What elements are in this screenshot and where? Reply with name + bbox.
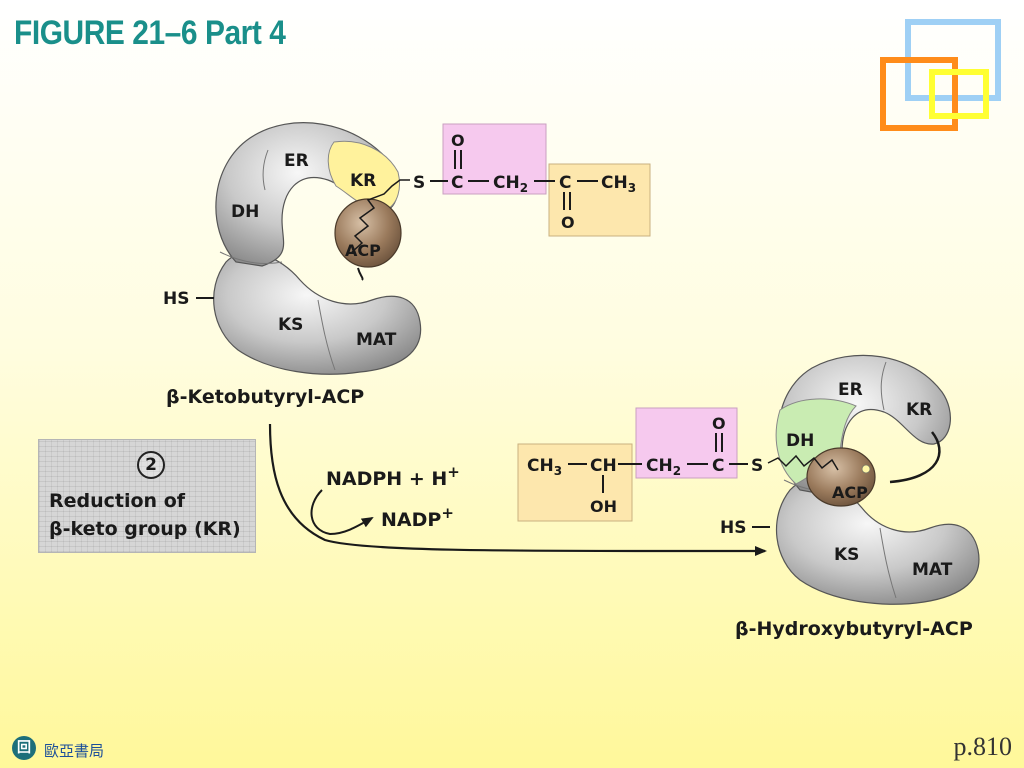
top-phosphopantetheine-arm [351, 179, 410, 253]
bottom-enzyme-complex: ER KR DH ACP HS KS MAT β-Hydroxybutyryl-… [720, 354, 980, 640]
decorative-squares [880, 19, 1001, 131]
top-dh-label: DH [231, 202, 259, 222]
bottom-mat-label: MAT [912, 560, 953, 580]
step-description-box: 2 Reduction of β-keto group (KR) [38, 439, 256, 553]
nadp-label: NADP+ [381, 504, 454, 531]
top-acp-domain [334, 198, 402, 268]
bottom-complex-name: β-Hydroxybutyryl-ACP [735, 618, 973, 640]
top-keto-highlight [548, 163, 651, 237]
bottom-acp-label: ACP [832, 483, 868, 502]
bottom-dh-label: DH [786, 431, 814, 451]
bottom-hs-label: HS [720, 518, 746, 538]
page-number: p.810 [953, 732, 1013, 761]
bottom-acyl-chain: CH3 CH OH CH2 C O S [517, 407, 763, 522]
bottom-c-atom: C [712, 456, 724, 476]
top-o1-atom: O [451, 131, 465, 150]
bottom-hydroxy-highlight [517, 443, 633, 522]
bottom-thioester-highlight [635, 407, 738, 479]
bottom-ch3-group: CH3 [527, 456, 562, 478]
reaction-arrow-group: NADPH + H+ NADP+ [268, 423, 767, 557]
top-ch3-group: CH3 [601, 173, 636, 195]
nadph-label: NADPH + H+ [326, 463, 460, 490]
top-ks-mat-domain [213, 251, 422, 375]
bottom-ks-label: KS [834, 545, 859, 565]
bottom-phosphopantetheine-arm [767, 454, 839, 471]
publisher-name: 歐亞書局 [44, 742, 105, 760]
top-acp-label: ACP [345, 241, 381, 260]
step-number-badge: 2 [137, 451, 165, 479]
step-description-line2: β-keto group (KR) [49, 518, 241, 540]
bottom-ks-mat-domain [776, 479, 980, 605]
bottom-o-atom: O [712, 414, 726, 433]
top-ch2-group: CH2 [493, 173, 528, 195]
step-description-line1: Reduction of [49, 490, 186, 512]
top-o2-atom: O [561, 213, 575, 232]
reaction-arrow [268, 423, 767, 557]
page-title: FIGURE 21–6 Part 4 [14, 14, 286, 52]
top-hs-label: HS [163, 289, 189, 309]
nadph-branch-arrow [310, 489, 374, 536]
top-ks-label: KS [278, 315, 303, 335]
top-acyl-chain: S C O CH2 C O CH3 [413, 123, 651, 237]
top-kr-label: KR [350, 171, 376, 191]
top-er-label: ER [284, 151, 309, 171]
top-s-atom: S [413, 173, 425, 193]
bottom-er-label: ER [838, 380, 863, 400]
top-c2-atom: C [559, 173, 571, 193]
top-enzyme-complex: ER KR DH ACP HS KS MAT β-Ketobutyryl-ACP [163, 122, 422, 408]
top-c1-atom: C [451, 173, 463, 193]
bottom-oh-group: OH [590, 497, 617, 516]
bottom-ch2-group: CH2 [646, 456, 681, 478]
bottom-acp-domain [806, 447, 876, 507]
bottom-s-atom: S [751, 456, 763, 476]
bottom-ch-group: CH [590, 456, 617, 476]
top-complex-name: β-Ketobutyryl-ACP [166, 386, 364, 408]
top-mat-label: MAT [356, 330, 397, 350]
publisher-logo-icon: 回 [12, 736, 36, 760]
bottom-kr-label: KR [906, 400, 932, 420]
